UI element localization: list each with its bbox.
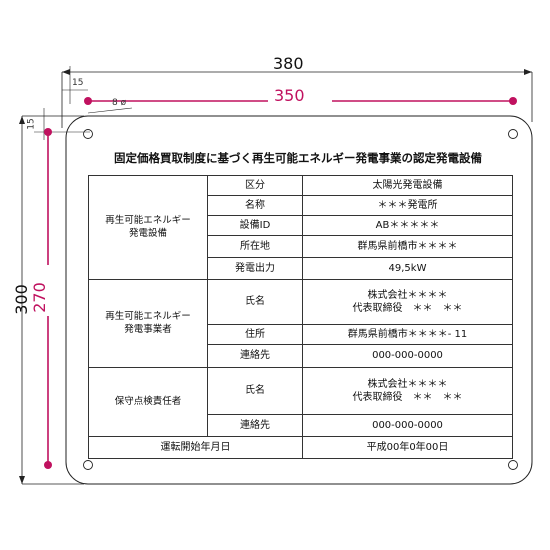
- arrowhead-300-top: [19, 116, 25, 124]
- start-date-value: 平成00年0年00日: [302, 436, 513, 459]
- plate-outline: [65, 115, 533, 485]
- dimension-label-15-left: 15: [26, 118, 37, 130]
- marker-dot-left-bottom: [44, 461, 52, 469]
- facility-value-id: AB＊＊＊＊＊: [302, 215, 513, 236]
- facility-value-location: 群馬県前橋市＊＊＊＊: [302, 235, 513, 258]
- inspector-value-name: 株式会社＊＊＊＊ 代表取締役 ＊＊ ＊＊: [302, 367, 513, 415]
- dimension-label-300: 300: [11, 284, 31, 315]
- arrowhead-300-bottom: [19, 476, 25, 484]
- inspector-label-name: 氏名: [207, 367, 303, 415]
- arrowhead-380-right: [524, 69, 532, 75]
- facility-value-type: 太陽光発電設備: [302, 175, 513, 196]
- facility-label-type: 区分: [207, 175, 303, 196]
- inspector-name-line-2: 代表取締役 ＊＊ ＊＊: [352, 392, 463, 403]
- arrowhead-380-left: [62, 69, 70, 75]
- operator-name-line-1: 株式会社＊＊＊＊: [367, 289, 448, 301]
- facility-value-name: ＊＊＊発電所: [302, 195, 513, 216]
- plate-title: 固定価格買取制度に基づく再生可能エネルギー発電事業の認定発電設備: [114, 151, 482, 165]
- start-date-label: 運転開始年月日: [88, 436, 303, 459]
- marker-dot-top-left: [84, 97, 92, 105]
- facility-label-id: 設備ID: [207, 215, 303, 236]
- hole-diameter-label: 8 ø: [112, 98, 127, 108]
- marker-dot-left-top: [44, 128, 52, 136]
- dimension-label-380: 380: [273, 54, 304, 73]
- facility-label-name: 名称: [207, 195, 303, 216]
- operator-value-name: 株式会社＊＊＊＊ 代表取締役 ＊＊ ＊＊: [302, 279, 513, 325]
- marker-dot-top-right: [509, 97, 517, 105]
- facility-value-output: 49,5kW: [302, 257, 513, 280]
- table-row: 再生可能エネルギー 発電事業者 氏名 株式会社＊＊＊＊ 代表取締役 ＊＊ ＊＊: [88, 279, 513, 368]
- spec-table: 再生可能エネルギー 発電設備 区分 太陽光発電設備 名称 ＊＊＊発電所 設備ID…: [88, 175, 513, 459]
- table-row: 保守点検責任者 氏名 株式会社＊＊＊＊ 代表取締役 ＊＊ ＊＊: [88, 367, 513, 437]
- operator-label-name: 氏名: [207, 279, 303, 325]
- inspector-label-contact: 連絡先: [207, 414, 303, 437]
- operator-value-address: 群馬県前橋市＊＊＊＊- 11: [302, 324, 513, 345]
- facility-label-output: 発電出力: [207, 257, 303, 280]
- table-row: 設備ID AB＊＊＊＊＊: [89, 215, 513, 236]
- operator-category-line-2: 発電事業者: [124, 323, 172, 335]
- operator-name-line-2: 代表取締役 ＊＊ ＊＊: [352, 303, 463, 314]
- mounting-hole-top-right: [508, 129, 518, 139]
- table-row: 発電出力 49,5kW: [89, 257, 513, 280]
- operator-category-cell: 再生可能エネルギー 発電事業者: [88, 279, 208, 368]
- inspector-name-line-1: 株式会社＊＊＊＊: [367, 378, 448, 390]
- inspector-value-contact: 000-000-0000: [302, 414, 513, 437]
- operator-label-contact: 連絡先: [207, 344, 303, 368]
- mounting-hole-bottom-left: [83, 460, 93, 470]
- facility-category-line-2: 発電設備: [128, 227, 167, 239]
- mounting-hole-top-left: [83, 129, 93, 139]
- facility-category-line-1: 再生可能エネルギー: [105, 214, 191, 226]
- operator-label-address: 住所: [207, 324, 303, 345]
- table-row: 住所 群馬県前橋市＊＊＊＊- 11: [89, 324, 513, 345]
- inspector-category-cell: 保守点検責任者: [88, 367, 208, 437]
- mounting-hole-bottom-right: [508, 460, 518, 470]
- dimension-label-15-top: 15: [72, 78, 84, 88]
- facility-category-cell: 再生可能エネルギー 発電設備: [88, 175, 208, 280]
- table-row: 所在地 群馬県前橋市＊＊＊＊: [89, 235, 513, 258]
- table-row: 再生可能エネルギー 発電設備 区分 太陽光発電設備: [88, 175, 513, 280]
- operator-category-line-1: 再生可能エネルギー: [105, 310, 191, 322]
- dimension-label-350: 350: [274, 86, 305, 105]
- operator-value-contact: 000-000-0000: [302, 344, 513, 368]
- facility-label-location: 所在地: [207, 235, 303, 258]
- hole-leader-line: [87, 107, 133, 114]
- table-row: 運転開始年月日 平成00年0年00日: [88, 436, 513, 459]
- dimension-label-270: 270: [29, 282, 49, 313]
